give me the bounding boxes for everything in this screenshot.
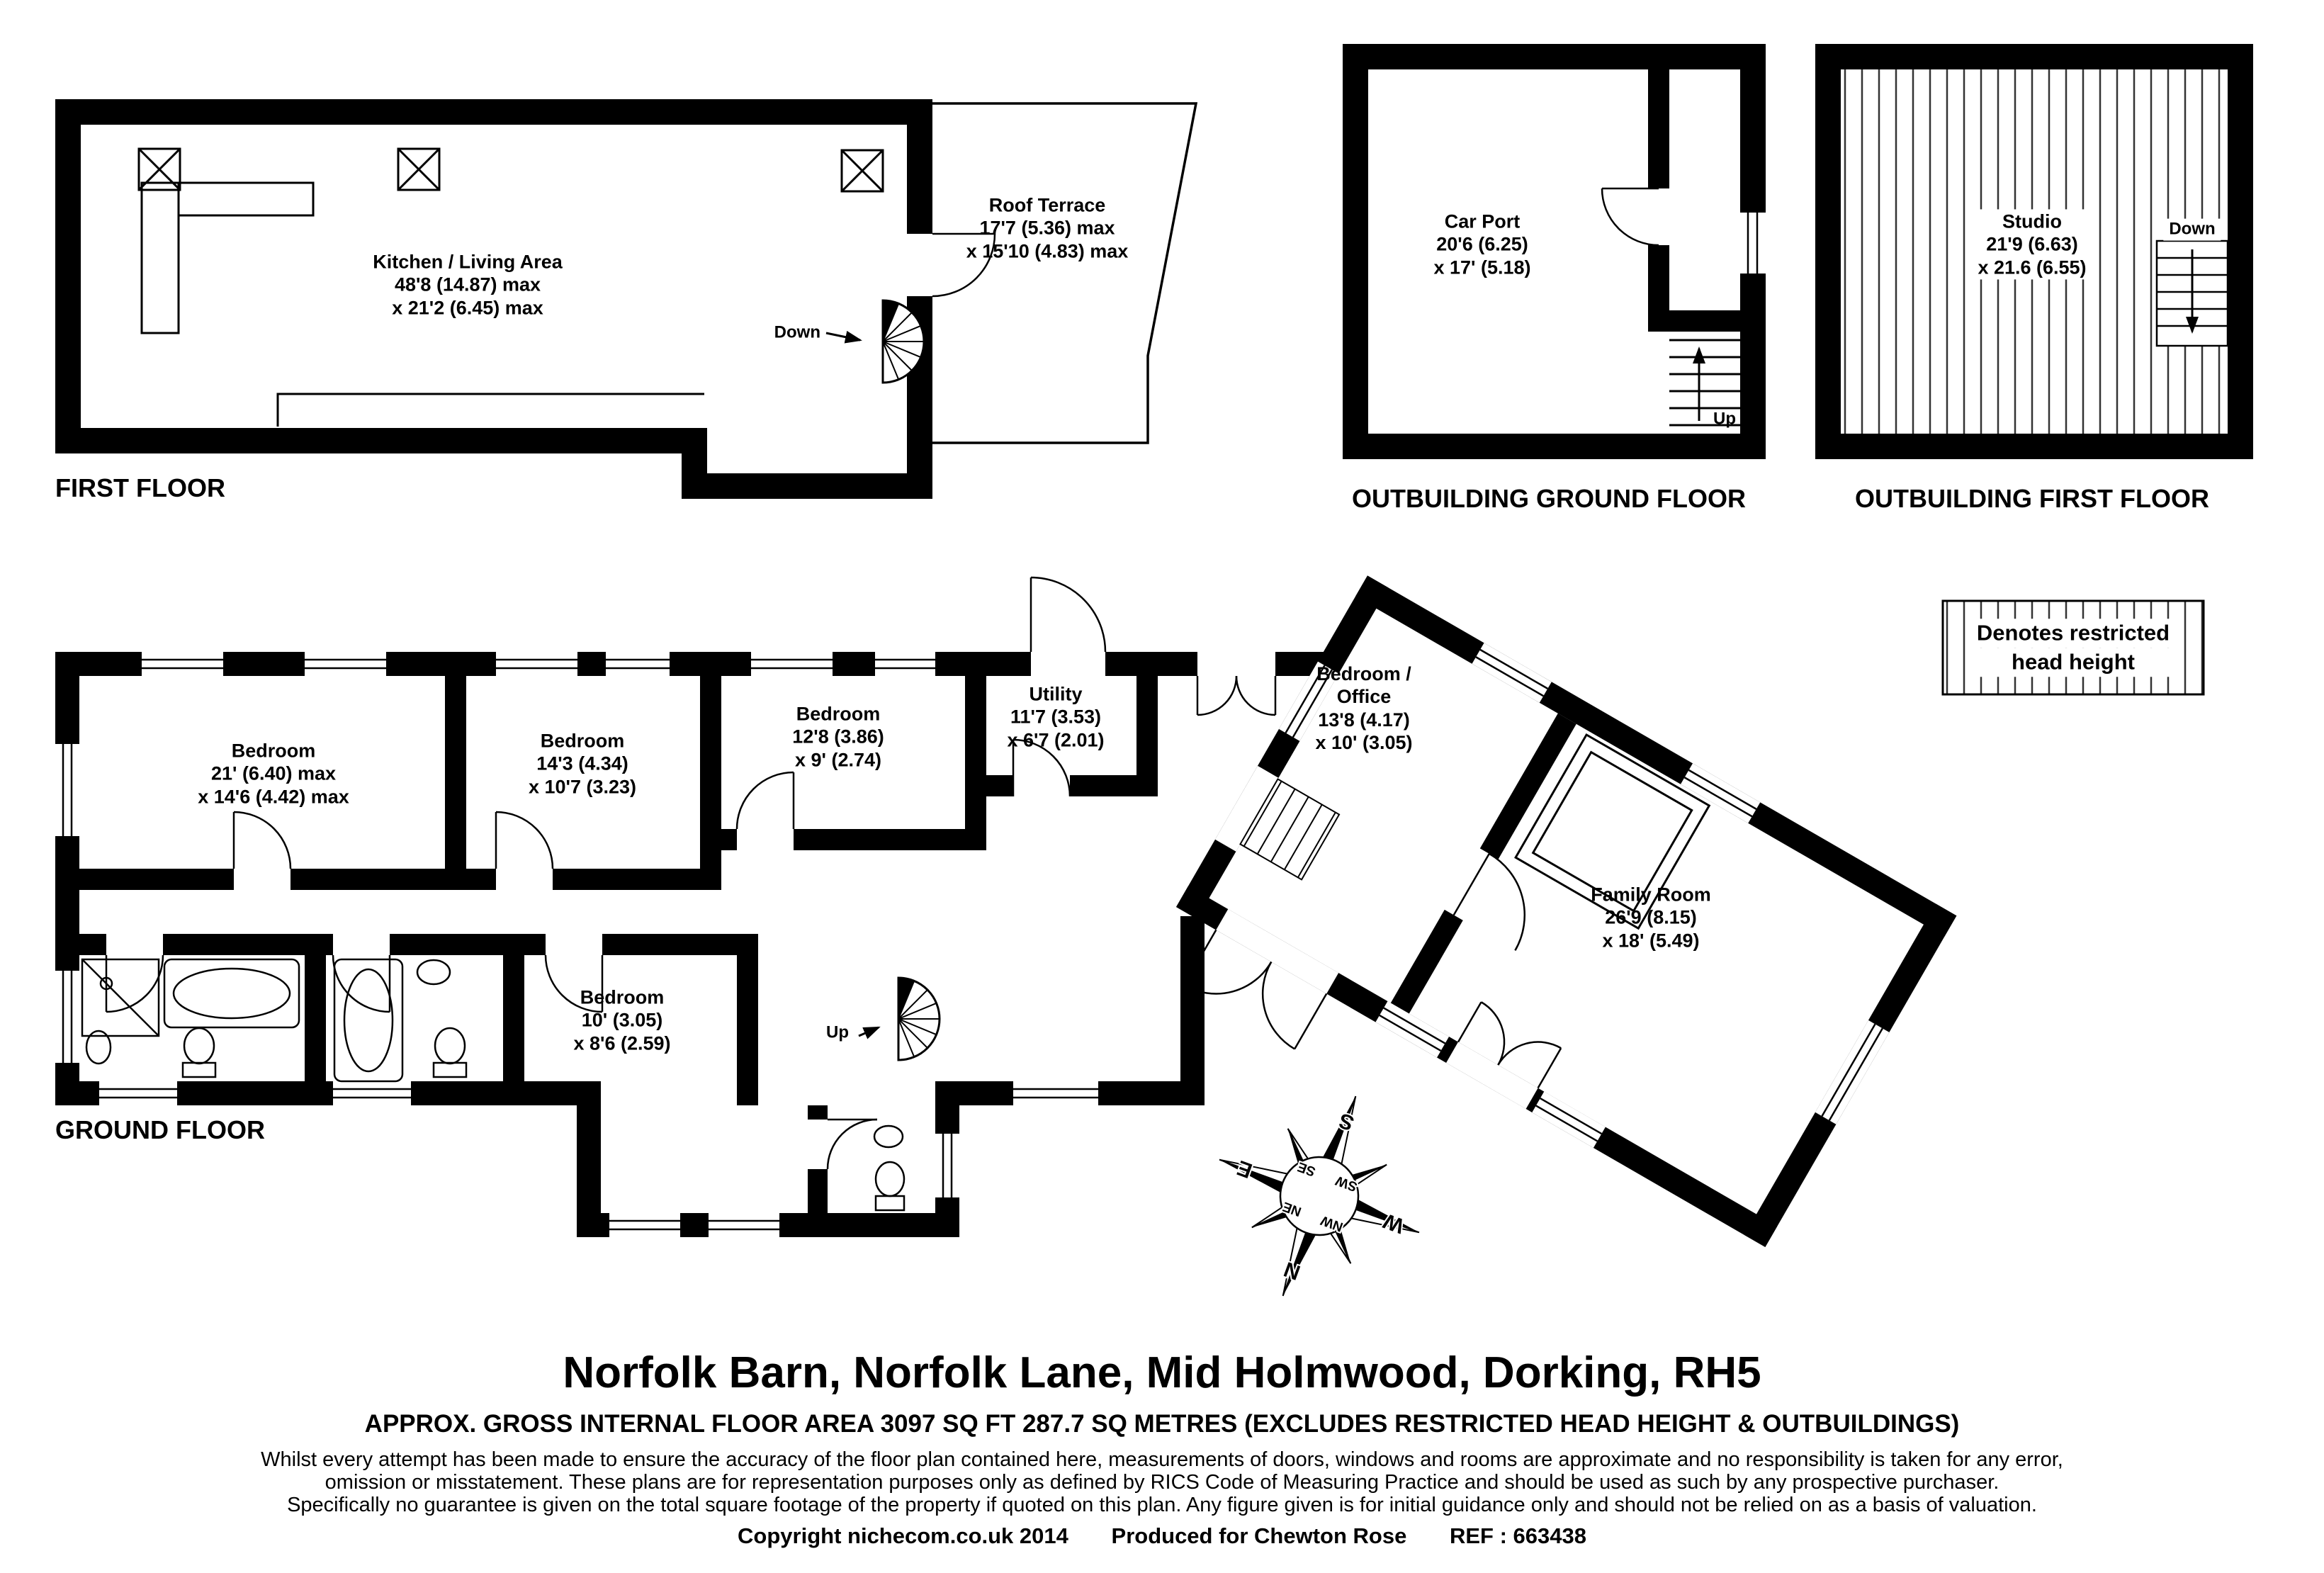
floor-title-outbuilding-ground: OUTBUILDING GROUND FLOOR [1352,484,1746,513]
legend-label: Denotes restricted head height [1970,619,2176,677]
compass-label-e: E [1234,1156,1256,1183]
floor-title-first-floor: FIRST FLOOR [55,473,225,502]
compass-label-w: W [1380,1209,1408,1238]
roof-terrace-outline [932,102,1198,444]
first-floor-walls [55,99,932,499]
column-symbol [840,149,884,193]
stair-label-up-ground-floor: Up [826,1022,849,1042]
toilet-icon [874,1161,906,1212]
ground-floor-doors [105,576,1277,1170]
ground-floor-plan: N E S W NE SE SW NW [55,575,1957,1297]
stair-label-down-first-floor: Down [774,322,820,342]
terrace-door [907,232,996,298]
floor-title-outbuilding-first: OUTBUILDING FIRST FLOOR [1855,484,2209,513]
outbuilding-ground-walls [1343,44,1766,459]
shower-icon [81,958,160,1037]
outbuilding-first-walls [1815,44,2253,459]
credit-line: Copyright nichecom.co.uk 2014 Produced f… [0,1523,2324,1549]
rooflight-void [1514,733,1711,930]
down-arrow [825,330,862,344]
entrance-steps [1239,778,1341,881]
compass-label-n: N [1281,1257,1304,1284]
stair-label-up-outbuilding: Up [1713,409,1736,429]
floor-title-ground-floor: GROUND FLOOR [55,1115,265,1144]
ground-floor-windows [55,652,1098,1237]
disclaimer-line-1: Whilst every attempt has been made to en… [261,1448,2063,1471]
produced-for-text: Produced for Chewton Rose [1111,1523,1407,1548]
toilet-icon [432,1027,468,1078]
first-floor-plan [55,99,1198,499]
address-title: Norfolk Barn, Norfolk Lane, Mid Holmwood… [563,1348,1761,1397]
outbuilding-ground-plan [1343,44,1766,459]
sink-icon [873,1124,904,1149]
spiral-staircase-ground-floor [897,976,941,1061]
disclaimer-line-2: omission or misstatement. These plans ar… [325,1471,1999,1494]
copyright-text: Copyright nichecom.co.uk 2014 [738,1523,1068,1548]
bathtub-icon [163,958,300,1029]
studio-staircase [2155,239,2229,347]
angled-wing [1175,575,1957,1248]
toilet-icon [181,1027,217,1078]
carport-door-arc [1601,187,1659,247]
compass-rose: N E S W NE SE SW NW [1219,1095,1420,1297]
disclaimer-line-3: Specifically no guarantee is given on th… [287,1494,2037,1516]
floor-area-summary: APPROX. GROSS INTERNAL FLOOR AREA 3097 S… [364,1410,1960,1438]
column-symbol [397,147,441,191]
kitchen-counter [140,181,704,427]
sink-icon [85,1030,112,1065]
up-arrow [858,1026,881,1039]
sink-icon [416,959,451,986]
stair-label-down-outbuilding: Down [2163,218,2221,241]
compass-label-s: S [1336,1108,1357,1135]
outbuilding-side-window [1740,213,1766,274]
bathtub-icon [333,958,404,1083]
reference-number: REF : 663438 [1449,1523,1586,1548]
